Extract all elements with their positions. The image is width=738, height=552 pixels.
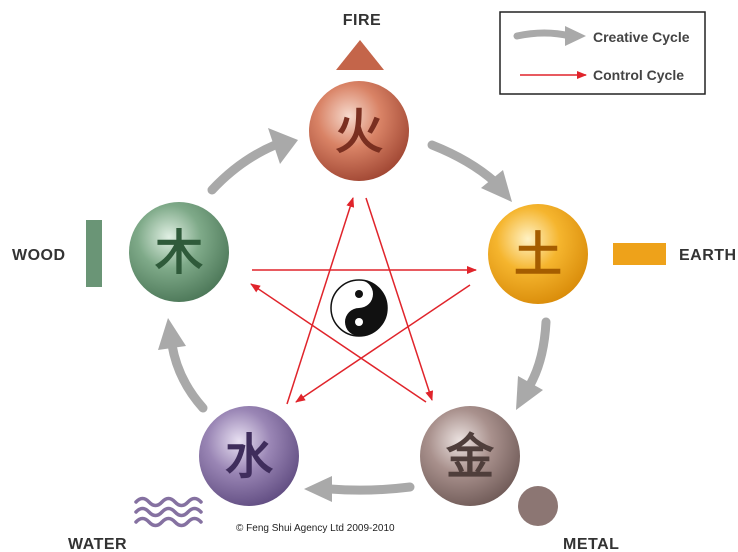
fire-glyph: 火 [335, 104, 383, 160]
creative-cycle-arrows [158, 128, 551, 502]
control-cycle-label: Control Cycle [593, 67, 684, 83]
creative-cycle-legend-arrow-icon [513, 26, 586, 46]
copyright-text: © Feng Shui Agency Ltd 2009-2010 [236, 523, 395, 534]
fire-element: FIRE 火 [309, 12, 409, 181]
fire-orb [309, 81, 409, 181]
creative-arrow-wood-to-fire [207, 128, 298, 195]
control-arrow-water-to-fire [286, 197, 355, 405]
earth-element: 土 EARTH [488, 204, 737, 304]
wood-glyph: 木 [155, 225, 203, 281]
water-orb [199, 406, 299, 506]
creative-arrow-water-to-wood [158, 318, 208, 413]
legend-box [499, 11, 706, 95]
water-element: 水 WATER [68, 406, 299, 552]
control-arrow-metal-to-wood [250, 283, 427, 403]
earth-label: EARTH [679, 247, 737, 264]
creative-arrow-fire-to-earth [427, 140, 512, 202]
legend: Creative Cycle Control Cycle [499, 11, 706, 95]
wood-element: 木 WOOD [12, 202, 229, 302]
control-arrow-earth-to-water [295, 284, 471, 403]
water-glyph: 水 [225, 429, 274, 485]
metal-orb [420, 406, 520, 506]
control-arrow-fire-to-metal [365, 197, 434, 401]
wood-vertical-bar-icon [86, 220, 102, 287]
wood-orb [129, 202, 229, 302]
water-waves-icon [134, 496, 203, 528]
yin-yang-icon [330, 279, 388, 337]
metal-glyph: 金 [445, 429, 495, 485]
fire-triangle-icon [336, 40, 384, 70]
metal-label: METAL [563, 536, 619, 552]
earth-rectangle-icon [613, 243, 666, 265]
creative-arrow-metal-to-water [304, 476, 415, 502]
control-cycle-arrows [250, 197, 477, 405]
earth-orb [488, 204, 588, 304]
creative-arrow-earth-to-metal [516, 317, 551, 410]
wood-label: WOOD [12, 247, 66, 264]
earth-glyph: 土 [514, 227, 562, 283]
water-label: WATER [68, 536, 127, 552]
metal-circle-icon [518, 486, 558, 526]
creative-cycle-label: Creative Cycle [593, 29, 690, 45]
fire-label: FIRE [343, 12, 381, 29]
metal-element: 金 METAL [420, 406, 619, 552]
